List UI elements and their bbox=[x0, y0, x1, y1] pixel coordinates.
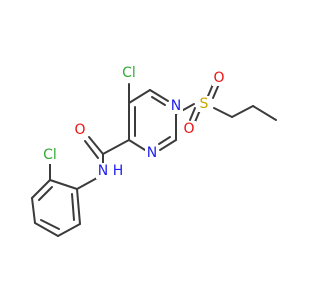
bond-ch2-ch3 bbox=[252, 105, 277, 121]
bond-ar6-ar1 bbox=[76, 188, 81, 225]
bond-c2-n3 bbox=[159, 139, 177, 151]
bond-carbonyl-o-second bbox=[84, 140, 99, 159]
bond-c6-n1 bbox=[149, 89, 169, 102]
bond-ch2-ch2 bbox=[231, 105, 254, 118]
bond-ar6-ar1-inner bbox=[71, 193, 75, 221]
chlorophenyl-ring bbox=[31, 179, 81, 237]
pyrimidine-ring bbox=[128, 89, 177, 151]
bond-s-o-top-b bbox=[212, 83, 220, 99]
atom-cl-aryl: Cl bbox=[43, 147, 57, 163]
bond-ar5-ar6 bbox=[57, 223, 81, 237]
bond-ar2-ar3-inner bbox=[38, 186, 53, 201]
bond-n3-c4 bbox=[128, 139, 146, 151]
atom-o-sulfonyl-top: O bbox=[213, 70, 224, 86]
atom-cl-top: Cl bbox=[122, 65, 136, 81]
bond-s-o-bottom-a bbox=[189, 107, 196, 121]
bond-c5-c6 bbox=[128, 89, 151, 104]
atom-n-ring-top: N bbox=[171, 98, 181, 114]
atom-s: S bbox=[200, 96, 209, 112]
propylsulfonyl-group bbox=[175, 81, 277, 123]
atom-o-carbonyl: O bbox=[74, 122, 85, 138]
bond-carbonyl-o bbox=[88, 136, 104, 155]
atom-h-amide: H bbox=[113, 163, 124, 179]
bond-c4-carbonyl bbox=[102, 139, 130, 155]
molecule-structure: Cl Cl N N O N H S O O bbox=[31, 64, 277, 237]
bond-ar2-ar3 bbox=[31, 179, 51, 199]
atom-n-ring-bottom: N bbox=[147, 145, 157, 161]
bond-ar3-ar4 bbox=[31, 197, 36, 224]
bond-s-ch2 bbox=[213, 107, 233, 118]
atom-o-sulfonyl-bottom: O bbox=[183, 121, 194, 137]
bond-ar1-ar2 bbox=[49, 179, 78, 190]
atom-n-amide: N bbox=[98, 163, 108, 179]
bond-ar4-ar5 bbox=[34, 222, 59, 237]
bond-c2-n3-inner bbox=[158, 136, 171, 145]
atom-labels: Cl Cl N N O N H S O O bbox=[40, 64, 226, 179]
bond-c6-n1-inner bbox=[151, 96, 166, 106]
bond-n-aryl bbox=[76, 177, 98, 190]
bond-ar4-ar5-inner bbox=[40, 219, 60, 230]
